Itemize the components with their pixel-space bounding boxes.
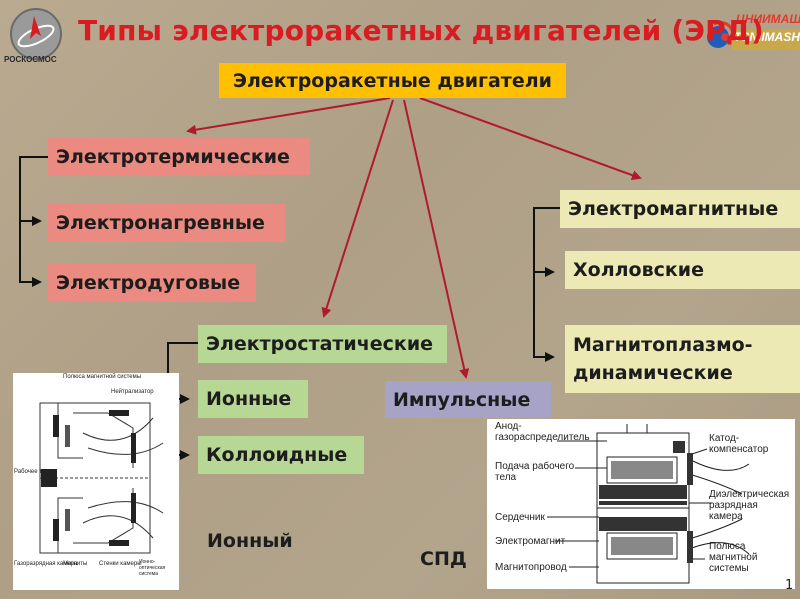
- electrostatic-node: Электростатические: [198, 325, 447, 363]
- spd-label-feed: Подача рабочего тела: [495, 461, 575, 483]
- ion-label-magnets: Магниты: [63, 561, 88, 567]
- tsniimash-logo-en: TSNIIMASH: [734, 30, 800, 44]
- spd-label-dielectric: Диэлектрическая разрядная камера: [709, 489, 790, 522]
- page-number: 1: [785, 578, 794, 593]
- electrothermal-node: Электротермические: [48, 138, 310, 175]
- spd-label-poles: Полюса магнитной системы: [709, 541, 758, 574]
- ion-engine-diagram: Полюса магнитной системы Нейтрализатор Р…: [13, 373, 179, 590]
- mpd-line-2: динамические: [573, 362, 733, 384]
- ion-engine-caption: Ионный: [207, 530, 293, 552]
- mpd-node: Магнитоплазмо- динамические: [565, 325, 800, 393]
- pulse-node: Импульсные: [385, 381, 551, 418]
- spd-diagram: Анод-газораспределитель Подача рабочего …: [487, 419, 795, 589]
- spd-caption: СПД: [420, 548, 467, 570]
- slide-title: Типы электроракетных двигателей (ЭРД): [78, 14, 764, 47]
- spd-label-magnetic-circuit: Магнитопровод: [495, 562, 567, 573]
- electroheating-node: Электронагревные: [48, 204, 285, 242]
- ion-label-neutralizer: Нейтрализатор: [111, 389, 154, 395]
- ion-label-chamber: Газоразрядная камера: [14, 561, 78, 567]
- mpd-line-1: Магнитоплазмо-: [573, 334, 753, 356]
- spd-label-electromagnet: Электромагнит: [495, 536, 566, 547]
- ion-label-optics: Ионно-оптическая система: [139, 559, 166, 577]
- electroarc-node: Электродуговые: [48, 264, 256, 302]
- roscosmos-logo-text: РОСКОСМОС: [4, 55, 57, 64]
- spd-label-anode: Анод-газораспределитель: [495, 421, 590, 443]
- electromagnetic-node: Электромагнитные: [560, 190, 800, 228]
- spd-label-cathode: Катод-компенсатор: [709, 433, 769, 455]
- ion-label-poles: Полюса магнитной системы: [63, 374, 142, 380]
- spd-label-core: Сердечник: [495, 512, 545, 523]
- ion-label-walls: Стенки камеры: [99, 561, 142, 567]
- ion-engine-drawing: [39, 402, 164, 554]
- colloid-node: Коллоидные: [198, 436, 364, 474]
- tsniimash-logo-icon: [707, 20, 800, 50]
- tsniimash-logo-ru: ЦНИИМАШ: [736, 12, 800, 26]
- spd-drawing: [547, 424, 750, 584]
- ion-node: Ионные: [198, 380, 308, 418]
- roscosmos-logo-icon: [10, 8, 62, 60]
- root-node: Электроракетные двигатели: [219, 63, 566, 98]
- ion-label-propellant: Рабочее тело: [14, 469, 52, 475]
- hall-node: Холловские: [565, 251, 800, 289]
